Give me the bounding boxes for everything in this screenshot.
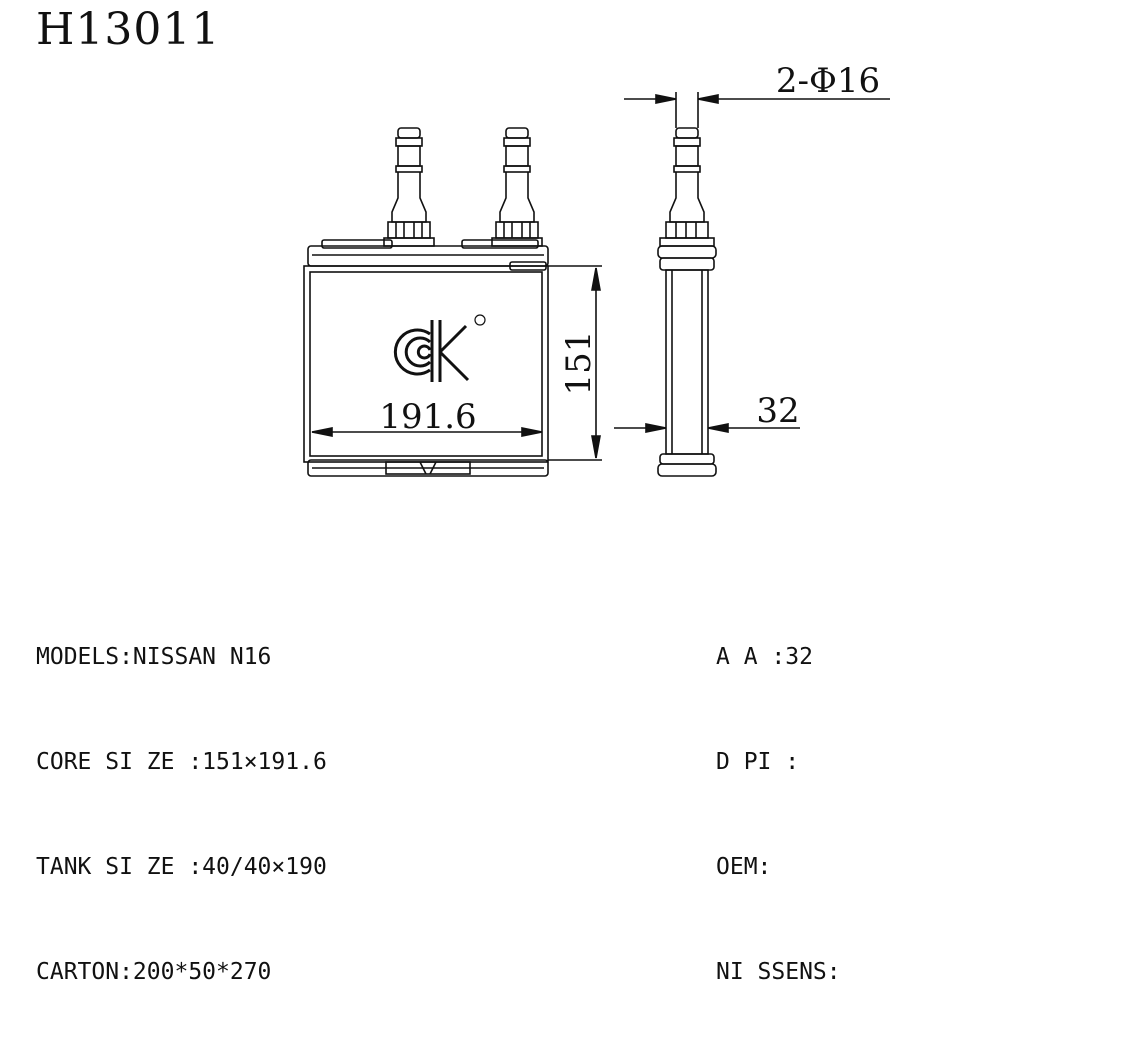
spec-oem: OEM:: [716, 854, 772, 880]
thickness-dimension-label: 32: [756, 391, 799, 431]
spec-aa: A A :32: [716, 644, 813, 670]
part-number-title: H13011: [36, 4, 221, 55]
spec-dpi: D PI :: [716, 749, 800, 775]
spec-carton: CARTON:200*50*270: [36, 959, 272, 985]
side-view: [614, 92, 890, 477]
width-dimension-label: 191.6: [379, 397, 476, 437]
ck-logo: [393, 314, 486, 382]
bottom-tank: [307, 459, 549, 477]
height-dimension-label: 151: [559, 331, 599, 396]
drawing-page: H13011: [36, 4, 890, 985]
specs-right: A A :32 D PI : OEM: NI SSENS:: [716, 570, 841, 1060]
height-dimension: [548, 265, 602, 461]
spec-nissens: NI SSENS:: [716, 959, 841, 985]
spec-models: MODELS:NISSAN N16: [36, 644, 272, 670]
width-dimension: [311, 427, 543, 437]
technical-drawing: 191.6 151: [303, 61, 890, 477]
spec-tank-size: TANK SI ZE :40/40×190: [36, 854, 327, 880]
top-tank: [307, 245, 549, 267]
spec-core-size: CORE SI ZE :151×191.6: [36, 749, 327, 775]
pipe-right: [491, 127, 543, 247]
pipe-left: [383, 127, 435, 247]
pipe-diameter-label: 2-Φ16: [776, 61, 880, 101]
front-view: 191.6 151: [303, 127, 602, 477]
specs-left: MODELS:NISSAN N16 CORE SI ZE :151×191.6 …: [36, 570, 327, 1060]
